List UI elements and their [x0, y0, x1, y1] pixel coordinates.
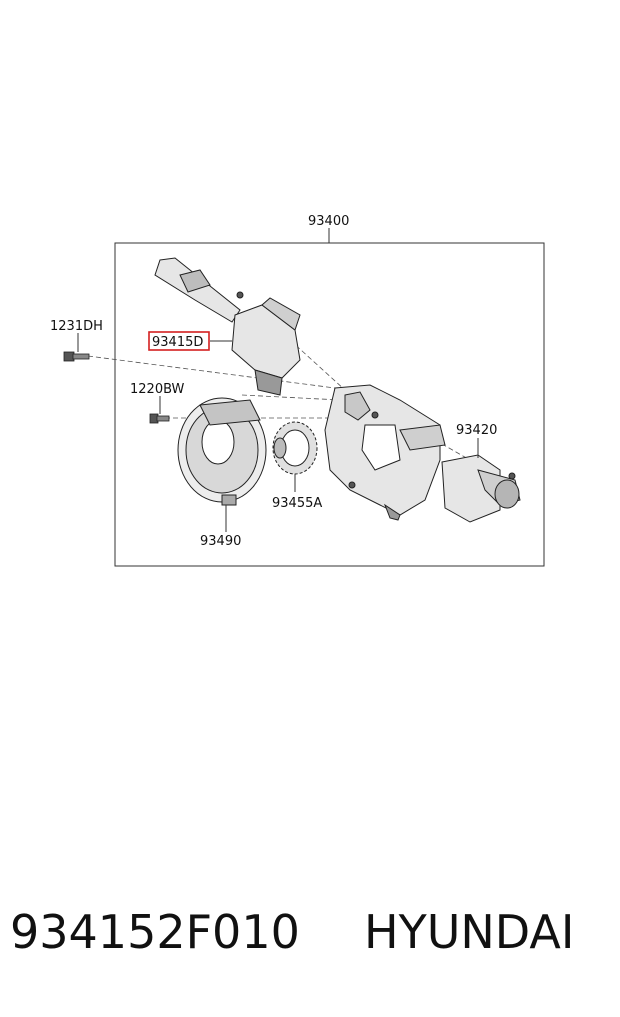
bolt-1231dh-icon — [63, 351, 90, 362]
clock-spring-93490-icon — [177, 397, 267, 506]
part-number: 934152F010 — [10, 905, 300, 959]
label-93490[interactable]: 93490 — [200, 534, 241, 549]
label-1231dh[interactable]: 1231DH — [50, 319, 103, 334]
brand-name: HYUNDAI — [364, 905, 575, 959]
label-93455a[interactable]: 93455A — [272, 496, 322, 511]
label-93400[interactable]: 93400 — [308, 214, 349, 229]
lever-switch-93415d-icon — [154, 257, 301, 396]
label-1220bw[interactable]: 1220BW — [130, 382, 185, 397]
label-93420[interactable]: 93420 — [456, 423, 497, 438]
wiper-switch-93420-icon — [441, 454, 521, 523]
label-93415d[interactable]: 93415D — [152, 335, 203, 350]
footer: 934152F010 HYUNDAI — [0, 905, 620, 975]
screw-1220bw-icon — [149, 413, 170, 424]
highlight-box-93415d — [148, 331, 210, 351]
ring-93455a-icon — [272, 421, 318, 475]
switch-body-icon — [324, 384, 446, 521]
